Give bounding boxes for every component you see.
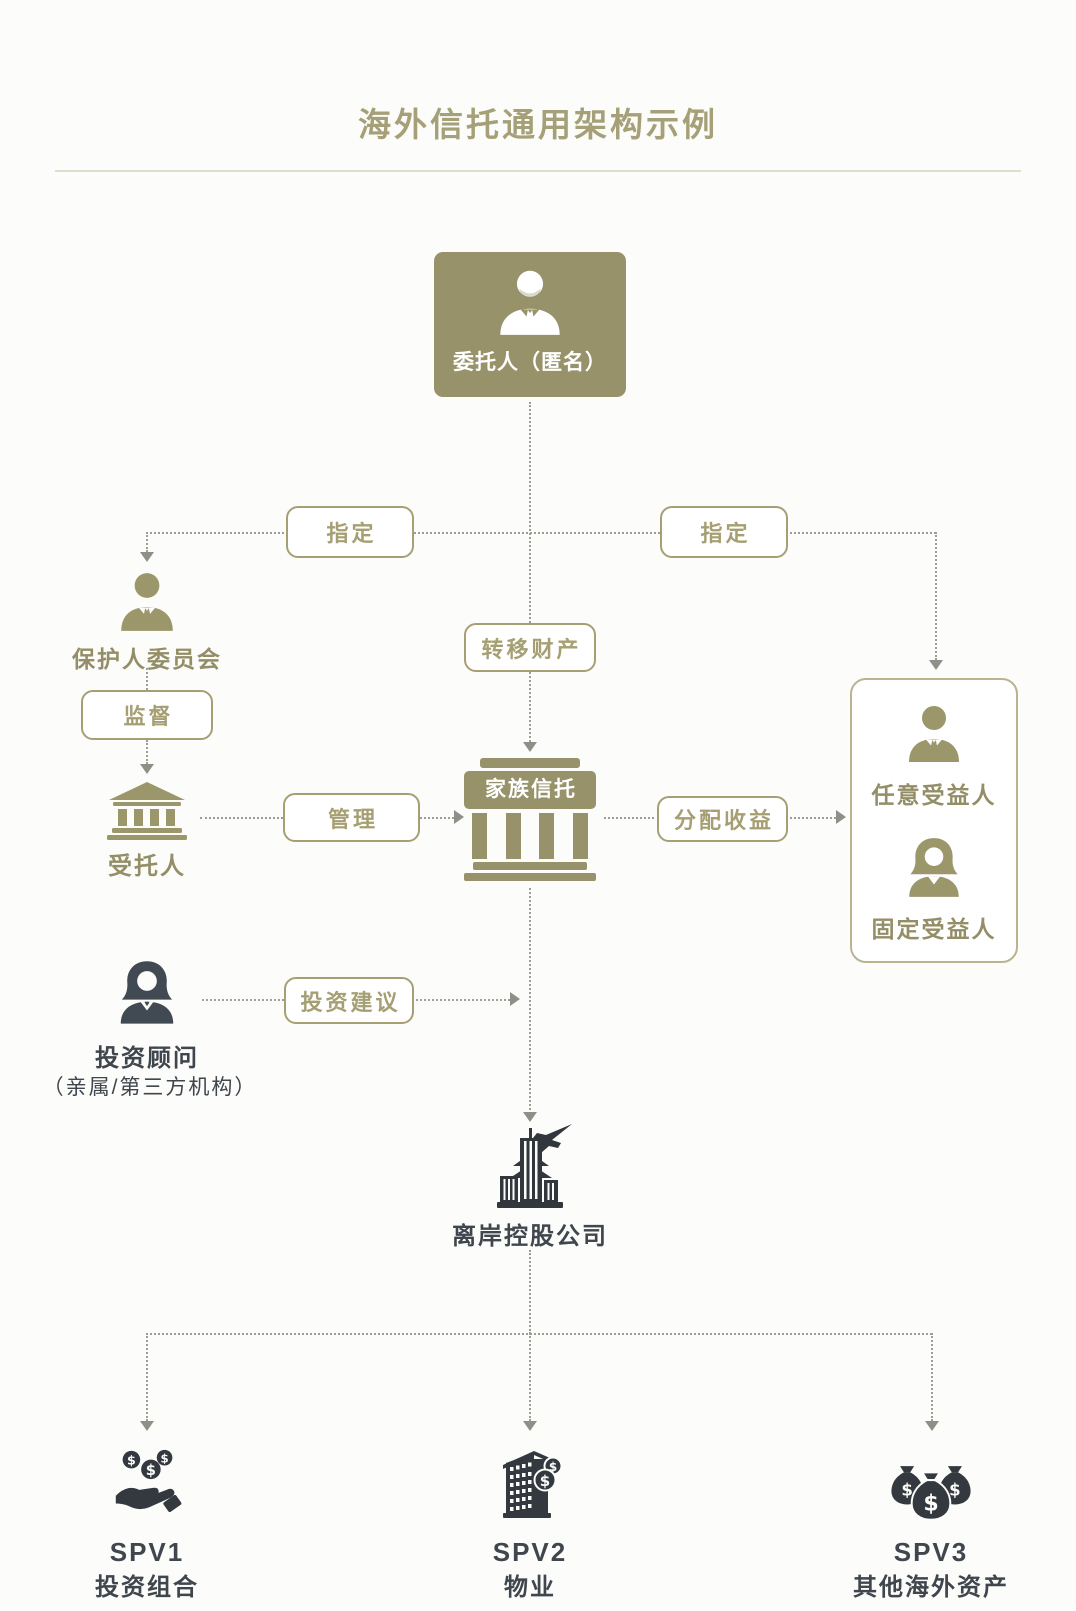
advisor-person-icon: [120, 961, 174, 1024]
trustee-bank-icon: [107, 782, 187, 840]
connector-left-drop: [146, 532, 148, 552]
connector-advice-spine: [416, 999, 510, 1001]
settlor-person-icon: [500, 270, 560, 335]
family-trust-node: 家族信托: [464, 758, 596, 881]
settlor-node: 委托人（匿名）: [434, 252, 626, 397]
arrowhead-offshore: [523, 1112, 537, 1122]
edge-transfer-assets: 转移财产: [464, 623, 596, 672]
edge-supervise: 监督: [81, 690, 213, 740]
connector-protector-supervise: [146, 668, 148, 690]
fixed-beneficiary-label: 固定受益人: [871, 916, 997, 942]
protector-person-icon: [121, 573, 173, 631]
connector-supervise-trustee: [146, 740, 148, 764]
spv3-moneybags-icon: $ $ $: [891, 1466, 971, 1521]
divider-line: [55, 170, 1021, 172]
svg-text:$: $: [160, 1452, 168, 1466]
settlor-label: 委托人（匿名）: [453, 351, 607, 374]
svg-text:$: $: [901, 1481, 913, 1500]
protector-label: 保护人委员会: [72, 646, 222, 672]
spv2-property-icon: $ $: [503, 1451, 563, 1518]
svg-text:$: $: [923, 1491, 938, 1516]
discretionary-beneficiary-icon: [909, 706, 959, 762]
connector-offshore-branch: [529, 1250, 531, 1334]
connector-spv3-drop: [931, 1333, 933, 1421]
connector-transfer-trust: [529, 672, 531, 742]
svg-text:$: $: [146, 1462, 156, 1479]
connector-spv2-drop: [529, 1333, 531, 1421]
connector-trust-offshore: [529, 888, 531, 1114]
edge-designate-left: 指定: [286, 506, 414, 558]
arrowhead-protector: [140, 552, 154, 562]
connector-trustee-manage: [200, 817, 283, 819]
edge-distribute-income: 分配收益: [657, 796, 788, 842]
arrowhead-spv1: [140, 1421, 154, 1431]
svg-text:$: $: [127, 1453, 136, 1468]
edge-investment-advice: 投资建议: [284, 977, 414, 1024]
trustee-label: 受托人: [108, 853, 186, 880]
advisor-label: 投资顾问: [95, 1045, 199, 1072]
spv1-portfolio-icon: $ $ $: [115, 1449, 182, 1513]
trust-base: [464, 873, 596, 881]
connector-trust-distribute: [604, 817, 654, 819]
offshore-company-icon: [497, 1124, 572, 1208]
connector-distribute-beneficiaries: [790, 817, 836, 819]
offshore-company-label: 离岸控股公司: [452, 1223, 608, 1250]
connector-advisor-advice: [202, 999, 284, 1001]
trust-base-step: [473, 862, 587, 870]
trust-roof: [480, 758, 580, 768]
arrowhead-beneficiaries-left: [836, 810, 846, 824]
spv2-sublabel: 物业: [504, 1574, 556, 1601]
connector-right-drop: [935, 532, 937, 660]
arrowhead-trust-top: [523, 742, 537, 752]
arrowhead-beneficiaries: [929, 660, 943, 670]
spv3-label: SPV3: [893, 1537, 969, 1567]
arrowhead-trustee: [140, 764, 154, 774]
connector-manage-trust: [420, 817, 454, 819]
trust-columns: [472, 813, 588, 859]
arrowhead-spv3: [925, 1421, 939, 1431]
arrowhead-advice: [510, 992, 520, 1006]
connector-spv-horizontal: [146, 1333, 932, 1335]
spv1-sublabel: 投资组合: [95, 1574, 199, 1601]
fixed-beneficiary-icon: [909, 838, 959, 897]
svg-text:$: $: [540, 1472, 550, 1490]
edge-manage: 管理: [283, 793, 420, 842]
spv2-label: SPV2: [492, 1537, 568, 1567]
family-trust-label: 家族信托: [464, 771, 596, 809]
arrowhead-trust-left: [454, 810, 464, 824]
advisor-sublabel: （亲属/第三方机构）: [42, 1076, 258, 1099]
spv3-sublabel: 其他海外资产: [853, 1574, 1009, 1601]
connector-designate-horizontal: [146, 532, 936, 534]
connector-spv1-drop: [146, 1333, 148, 1421]
svg-text:$: $: [949, 1481, 961, 1500]
connector-settlor-down: [529, 402, 531, 623]
page-title: 海外信托通用架构示例: [358, 106, 718, 143]
discretionary-beneficiary-label: 任意受益人: [871, 782, 997, 808]
spv1-label: SPV1: [109, 1537, 185, 1567]
airplane-icon: [533, 1124, 572, 1153]
svg-text:$: $: [549, 1460, 557, 1474]
arrowhead-spv2: [523, 1421, 537, 1431]
edge-designate-right: 指定: [660, 506, 788, 558]
